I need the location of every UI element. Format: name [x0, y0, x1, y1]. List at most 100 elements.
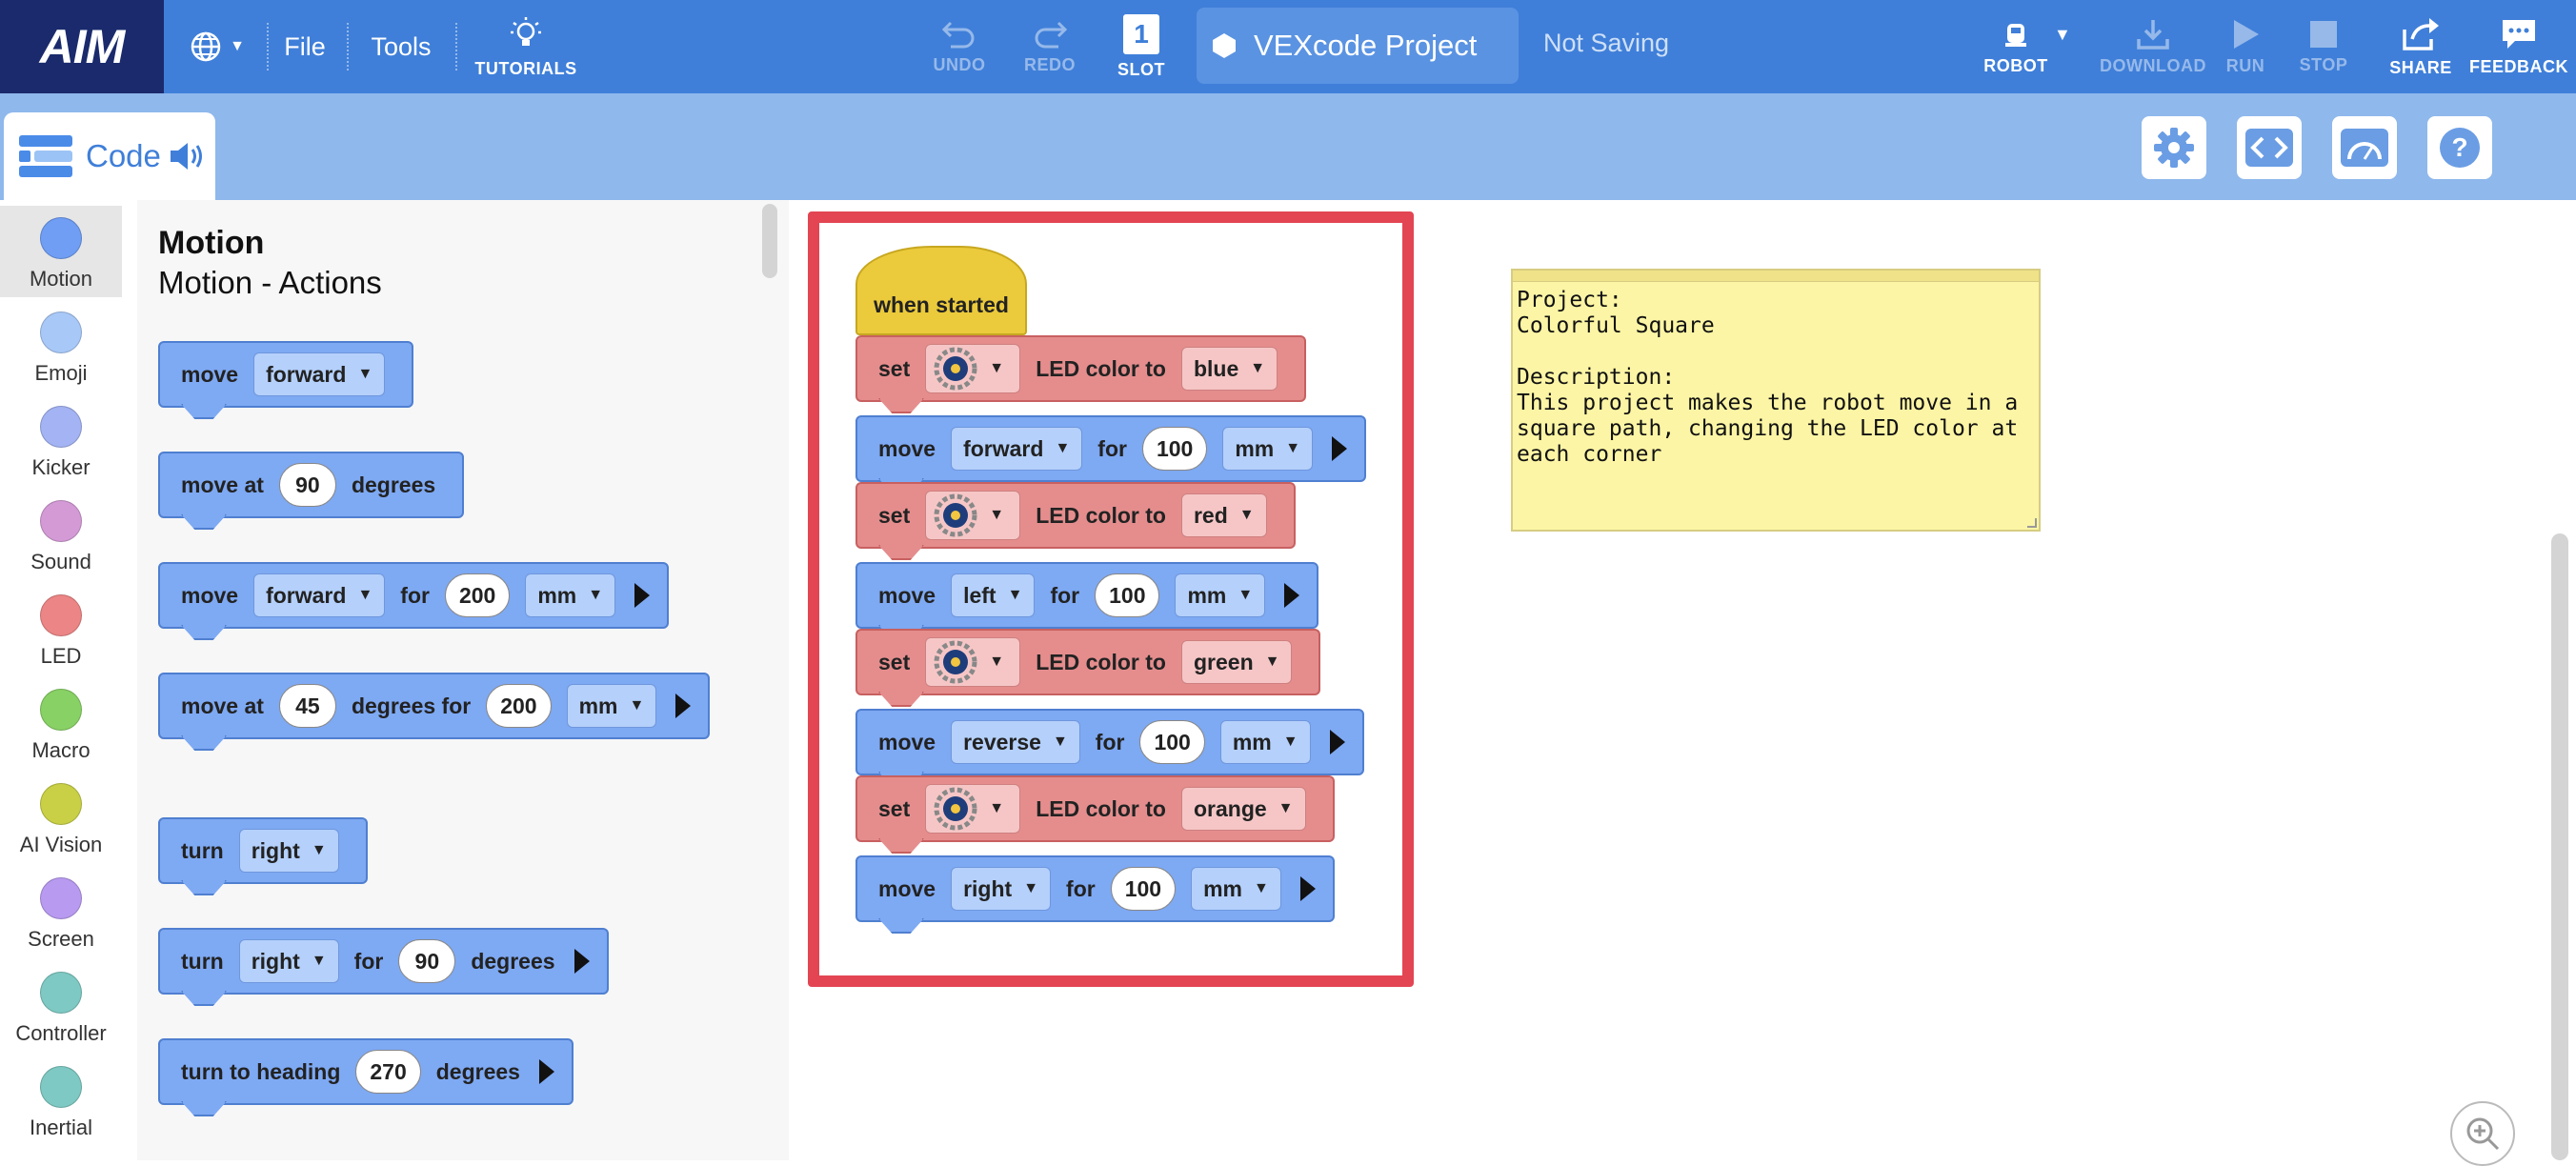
stop-button[interactable]: STOP — [2292, 0, 2355, 93]
palette-block-turn-to-heading[interactable]: turn to heading 270 degrees — [158, 1038, 574, 1105]
feedback-button[interactable]: FEEDBACK — [2469, 0, 2568, 93]
unit-dropdown[interactable]: mm▼ — [525, 573, 616, 617]
direction-dropdown[interactable]: right▼ — [951, 867, 1052, 911]
direction-dropdown[interactable]: forward▼ — [253, 352, 386, 396]
palette-block-turn[interactable]: turn right▼ — [158, 817, 368, 884]
note-drag-bar[interactable] — [1513, 271, 2039, 282]
category-controller[interactable]: Controller — [0, 960, 122, 1052]
expand-arrow-icon[interactable] — [634, 583, 651, 608]
set-led-color-block[interactable]: set ▼ LED color to green▼ — [855, 629, 1321, 695]
note-text[interactable]: Project: Colorful Square Description: Th… — [1517, 288, 2019, 467]
led-device-dropdown[interactable]: ▼ — [925, 344, 1021, 393]
palette-block-move[interactable]: move forward▼ — [158, 341, 414, 408]
speaker-icon[interactable] — [169, 140, 207, 172]
language-menu-button[interactable]: ▼ — [181, 0, 253, 93]
unit-dropdown[interactable]: mm▼ — [1175, 573, 1266, 617]
expand-arrow-icon[interactable] — [574, 949, 590, 974]
workspace-scrollbar[interactable] — [2551, 533, 2568, 1160]
tutorials-button[interactable]: TUTORIALS — [471, 0, 581, 93]
led-device-dropdown[interactable]: ▼ — [925, 491, 1021, 540]
category-inertial[interactable]: Inertial — [0, 1055, 122, 1146]
direction-dropdown[interactable]: forward▼ — [951, 427, 1083, 471]
palette-block-move-for[interactable]: move forward▼ for 200 mm▼ — [158, 562, 670, 629]
category-ai-vision[interactable]: AI Vision — [0, 772, 122, 863]
expand-arrow-icon[interactable] — [675, 694, 692, 718]
number-input[interactable]: 45 — [278, 684, 336, 728]
robot-button[interactable]: ROBOT — [1978, 0, 2054, 93]
unit-dropdown[interactable]: mm▼ — [566, 684, 657, 728]
dropdown-arrow-icon: ▼ — [1250, 360, 1266, 376]
unit-dropdown[interactable]: mm▼ — [1219, 720, 1311, 764]
dropdown-arrow-icon: ▼ — [989, 800, 1005, 816]
category-led[interactable]: LED — [0, 583, 122, 674]
move-for-block[interactable]: move left▼ for 100 mm▼ — [855, 562, 1319, 629]
move-for-block[interactable]: move right▼ for 100 mm▼ — [855, 855, 1335, 922]
category-macro[interactable]: Macro — [0, 677, 122, 769]
direction-dropdown[interactable]: forward▼ — [253, 573, 386, 617]
move-for-block[interactable]: move reverse▼ for 100 mm▼ — [855, 709, 1364, 775]
help-button[interactable]: ? — [2427, 116, 2492, 179]
number-input[interactable]: 90 — [398, 939, 456, 983]
direction-dropdown[interactable]: left▼ — [951, 573, 1036, 617]
settings-button[interactable] — [2142, 116, 2206, 179]
led-device-dropdown[interactable]: ▼ — [925, 637, 1021, 687]
distance-input[interactable]: 100 — [1110, 867, 1177, 911]
palette-block-move-at-degrees[interactable]: move at 90 degrees — [158, 452, 465, 518]
number-input[interactable]: 270 — [355, 1050, 421, 1094]
dashboard-button[interactable] — [2332, 116, 2397, 179]
unit-dropdown[interactable]: mm▼ — [1191, 867, 1281, 911]
file-menu[interactable]: File — [276, 0, 333, 93]
expand-arrow-icon[interactable] — [1299, 876, 1316, 901]
color-dropdown[interactable]: red▼ — [1180, 493, 1267, 537]
category-emoji[interactable]: Emoji — [0, 300, 122, 392]
distance-input[interactable]: 100 — [1139, 720, 1205, 764]
share-button[interactable]: SHARE — [2380, 0, 2462, 93]
expand-arrow-icon[interactable] — [1284, 583, 1300, 608]
set-led-color-block[interactable]: set ▼ LED color to red▼ — [855, 482, 1296, 549]
dropdown-value: right — [251, 948, 300, 974]
color-dropdown[interactable]: blue▼ — [1180, 347, 1278, 391]
palette-block-turn-for[interactable]: turn right▼ for 90 degrees — [158, 928, 609, 995]
expand-arrow-icon[interactable] — [1329, 730, 1345, 754]
tools-menu[interactable]: Tools — [360, 0, 442, 93]
slot-button[interactable]: 1 SLOT — [1105, 0, 1177, 93]
category-sound[interactable]: Sound — [0, 489, 122, 580]
block-keyword: move — [878, 435, 936, 461]
set-led-color-block[interactable]: set ▼ LED color to orange▼ — [855, 775, 1335, 842]
when-started-hat-block[interactable]: when started — [855, 246, 1027, 335]
palette-block-move-at-degrees-for[interactable]: move at 45 degrees for 200 mm▼ — [158, 673, 711, 739]
category-kicker[interactable]: Kicker — [0, 394, 122, 486]
run-button[interactable]: RUN — [2214, 0, 2277, 93]
zoom-in-button[interactable] — [2450, 1101, 2515, 1166]
category-motion[interactable]: Motion — [0, 206, 122, 297]
redo-button[interactable]: REDO — [1016, 0, 1084, 93]
category-screen[interactable]: Screen — [0, 866, 122, 957]
direction-dropdown[interactable]: right▼ — [238, 939, 339, 983]
project-note[interactable]: Project: Colorful Square Description: Th… — [1511, 269, 2041, 532]
direction-dropdown[interactable]: reverse▼ — [951, 720, 1080, 764]
move-for-block[interactable]: move forward▼ for 100 mm▼ — [855, 415, 1367, 482]
expand-arrow-icon[interactable] — [1332, 436, 1348, 461]
robot-dropdown-chevron-icon[interactable]: ▼ — [2054, 25, 2071, 44]
led-device-dropdown[interactable]: ▼ — [925, 784, 1021, 834]
number-input[interactable]: 200 — [486, 684, 552, 728]
number-input[interactable]: 90 — [278, 463, 336, 507]
direction-dropdown[interactable]: right▼ — [238, 829, 339, 873]
code-viewer-button[interactable] — [2237, 116, 2302, 179]
expand-arrow-icon[interactable] — [538, 1059, 554, 1084]
project-title-box[interactable]: VEXcode Project — [1197, 8, 1519, 84]
set-led-color-block[interactable]: set ▼ LED color to blue▼ — [855, 335, 1307, 402]
stop-label: STOP — [2299, 54, 2348, 74]
tab-code[interactable]: Code — [4, 112, 215, 200]
undo-button[interactable]: UNDO — [924, 0, 995, 93]
color-dropdown[interactable]: orange▼ — [1180, 787, 1306, 831]
note-resize-handle[interactable] — [2027, 518, 2037, 528]
unit-dropdown[interactable]: mm▼ — [1222, 427, 1314, 471]
palette-scrollbar[interactable] — [762, 204, 777, 278]
download-button[interactable]: DOWNLOAD — [2096, 0, 2210, 93]
blocks-icon — [19, 135, 72, 177]
number-input[interactable]: 200 — [444, 573, 511, 617]
distance-input[interactable]: 100 — [1095, 573, 1160, 617]
distance-input[interactable]: 100 — [1141, 427, 1208, 471]
color-dropdown[interactable]: green▼ — [1180, 640, 1293, 684]
